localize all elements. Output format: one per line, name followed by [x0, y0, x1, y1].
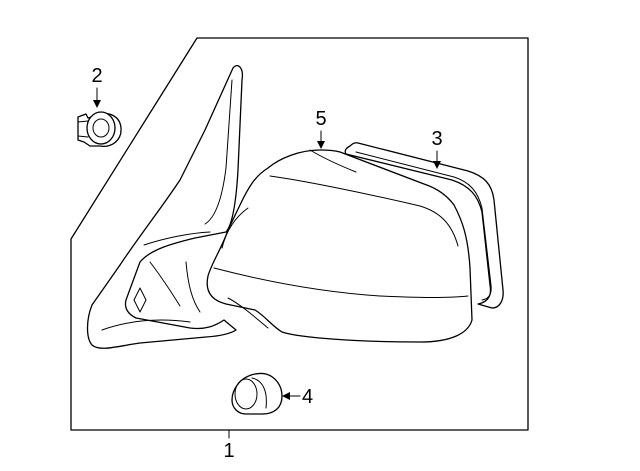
mirror-glass-seal	[344, 142, 504, 309]
callout-4-arrow	[282, 392, 290, 400]
callout-3-label: 3	[431, 128, 442, 150]
callout-4-label: 4	[302, 386, 313, 408]
mirror-base	[86, 65, 244, 349]
callout-5-label: 5	[315, 108, 326, 130]
callout-2-label: 2	[91, 65, 102, 87]
callout-5-arrow	[317, 141, 325, 149]
callout-2-arrow	[93, 100, 101, 108]
assembly-frame	[70, 37, 529, 431]
clip-part	[77, 111, 122, 147]
callout-1-label: 1	[223, 440, 234, 462]
callout-3-arrow	[433, 161, 441, 169]
mirror-housing	[206, 149, 473, 343]
cap-part	[231, 372, 283, 415]
